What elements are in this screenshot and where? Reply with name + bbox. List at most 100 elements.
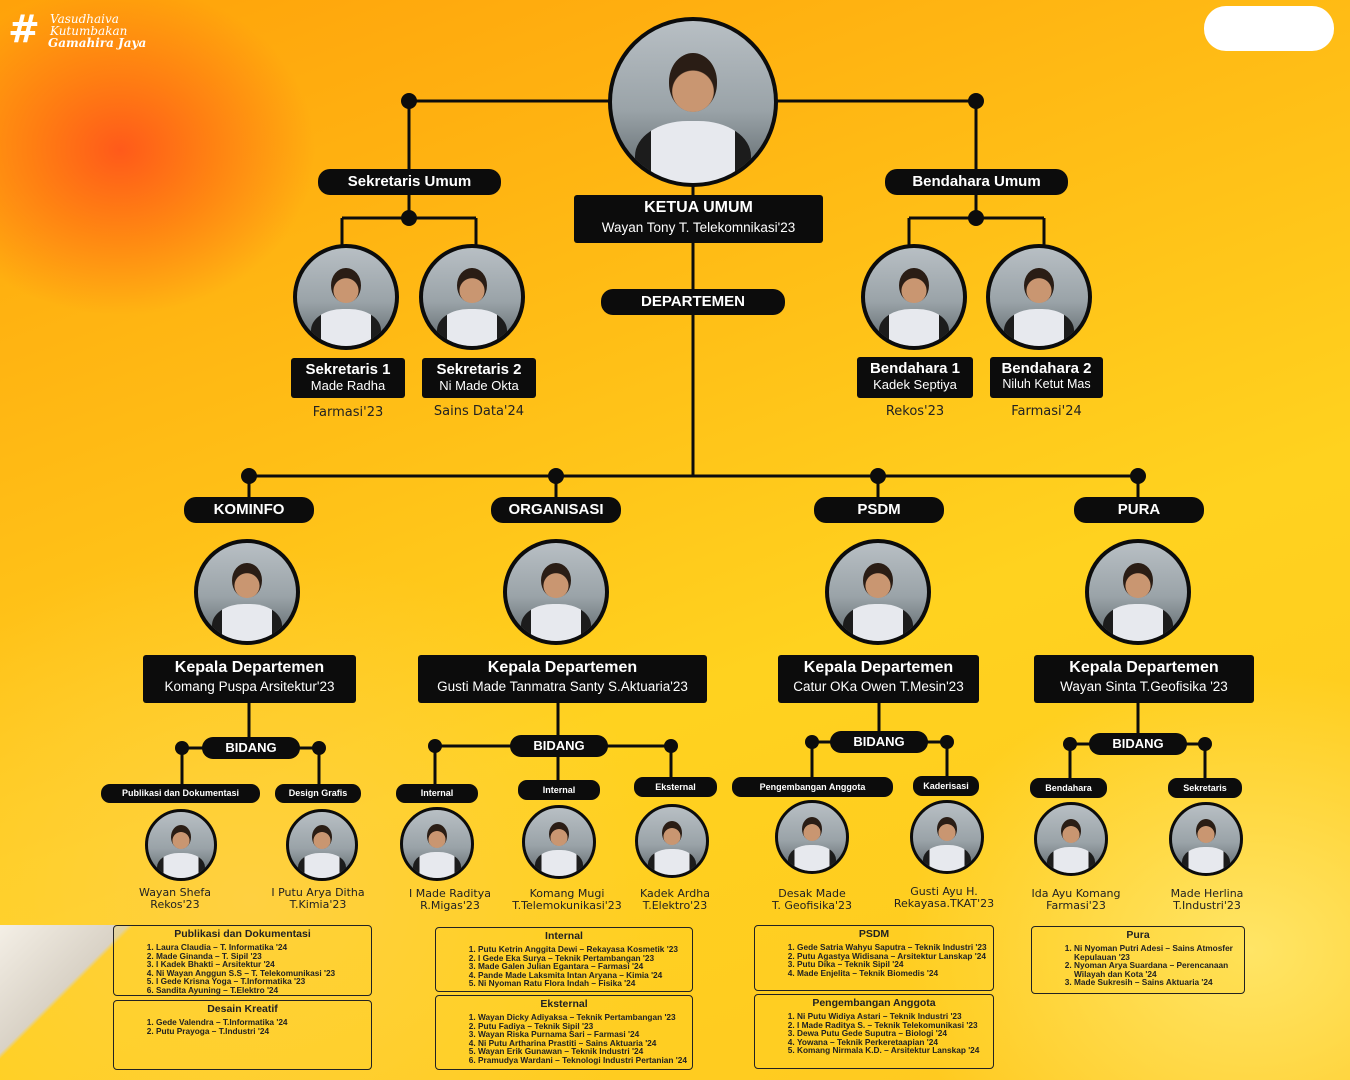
bendahara-1-photo — [861, 244, 967, 350]
list-title: Publikasi dan Dokumentasi — [174, 928, 311, 940]
bendahara-2-photo — [986, 244, 1092, 350]
psdm-list-1: PSDM Gede Satria Wahyu Saputra – Teknik … — [754, 925, 994, 991]
psdm-bidang-1-photo — [775, 800, 849, 874]
kominfo-head-box: Kepala Departemen Komang Puspa Arsitektu… — [143, 655, 356, 703]
psdm-list-2: Pengembangan Anggota Ni Putu Widiya Asta… — [754, 994, 994, 1069]
logo-line-2: Kutumbakan — [50, 24, 128, 38]
sekretaris-2-title: Sekretaris 2 — [436, 361, 522, 378]
member-item: Pande Made Laksmita Intan Aryana – Kimia… — [478, 971, 692, 980]
psdm-bidang-2-name: Gusti Ayu H. — [910, 885, 978, 898]
organisasi-bidang-1-name: I Made Raditya — [409, 887, 491, 900]
kominfo-bidang-2-label: Design Grafis — [275, 784, 361, 803]
ketua-title: KETUA UMUM — [644, 199, 753, 216]
dept-organisasi-header: ORGANISASI — [491, 497, 621, 523]
sekretaris-2-prodi: Sains Data'24 — [433, 404, 525, 419]
kominfo-bidang-1-label: Publikasi dan Dokumentasi — [101, 784, 260, 803]
pura-bidang-1-photo — [1034, 802, 1108, 876]
sekretaris-1-box: Sekretaris 1 Made Radha — [291, 358, 405, 398]
organisasi-bidang-3-photo — [635, 804, 709, 878]
kominfo-bidang-2-name: I Putu Arya Ditha — [271, 886, 365, 899]
psdm-bidang-1-name: Desak Made — [778, 887, 846, 900]
member-item: Nyoman Arya Suardana – Perencanaan Wilay… — [1074, 961, 1244, 978]
logo-line-1: Vasudhaiva — [50, 12, 119, 26]
member-list: Ni Putu Widiya Astari – Teknik Industri … — [755, 1012, 993, 1055]
member-item: Ni Nyoman Ratu Flora Indah – Fisika '24 — [478, 979, 692, 988]
organisasi-bidang-2-photo — [522, 805, 596, 879]
pura-bidang-2-name: Made Herlina — [1170, 887, 1244, 900]
member-item: Ni Putu Widiya Astari – Teknik Industri … — [797, 1012, 993, 1021]
kominfo-list-2: Desain Kreatif Gede Valendra – T.Informa… — [113, 1000, 372, 1070]
member-item: Gede Valendra – T.Informatika '24 — [156, 1018, 371, 1027]
pura-head-name: Wayan Sinta T.Geofisika '23 — [1060, 679, 1228, 694]
member-item: Gede Satria Wahyu Saputra – Teknik Indus… — [797, 943, 993, 952]
organisasi-head-box: Kepala Departemen Gusti Made Tanmatra Sa… — [418, 655, 707, 703]
ketua-name: Wayan Tony T. Telekomnikasi'23 — [601, 220, 796, 235]
bendahara-1-prodi: Rekos'23 — [885, 404, 945, 419]
member-list: Putu Ketrin Anggita Dewi – Rekayasa Kosm… — [436, 945, 692, 988]
member-list: Gede Satria Wahyu Saputra – Teknik Indus… — [755, 943, 993, 977]
list-title: Desain Kreatif — [207, 1003, 278, 1015]
pura-bidang-2-photo — [1169, 802, 1243, 876]
member-item: Wayan Riska Purnama Sari – Farmasi '24 — [478, 1030, 692, 1039]
member-item: Sandita Ayuning – T.Elektro '24 — [156, 986, 371, 995]
member-item: Yowana – Teknik Perkeretaapian '24 — [797, 1038, 993, 1047]
member-item: I Made Raditya S. – Teknik Telekomunikas… — [797, 1020, 993, 1030]
member-item: Putu Prayoga – T.Industri '24 — [156, 1026, 371, 1036]
organisasi-list-2: Eksternal Wayan Dicky Adiyaksa – Teknik … — [435, 995, 693, 1070]
psdm-bidang-1-label: Pengembangan Anggota — [732, 777, 893, 797]
member-item: Komang Nirmala K.D. – Arsitektur Lanskap… — [797, 1046, 993, 1055]
organisasi-bidang-2-prodi: T.Telemokunikasi'23 — [512, 899, 622, 912]
member-item: Putu Fadiya – Teknik Sipil '23 — [478, 1021, 692, 1031]
organisasi-bidang-1-photo — [400, 807, 474, 881]
psdm-head-box: Kepala Departemen Catur OKa Owen T.Mesin… — [778, 655, 979, 703]
psdm-head-photo — [825, 539, 931, 645]
sekretaris-1-prodi: Farmasi'23 — [312, 405, 384, 420]
ketua-photo — [608, 17, 778, 187]
pura-bidang-label: BIDANG — [1089, 733, 1187, 755]
sekretaris-umum-header: Sekretaris Umum — [318, 169, 501, 195]
bendahara-2-prodi: Farmasi'24 — [1011, 404, 1082, 419]
psdm-bidang-1-prodi: T. Geofisika'23 — [771, 899, 853, 912]
psdm-bidang-2-prodi: Rekayasa.TKAT'23 — [893, 897, 995, 910]
pura-head-photo — [1085, 539, 1191, 645]
kominfo-bidang-1-prodi: Rekos'23 — [150, 898, 200, 911]
member-item: Made Galen Julian Egantara – Farmasi '24 — [478, 962, 692, 971]
organisasi-bidang-2-label: Internal — [518, 780, 600, 800]
member-item: Wayan Erik Gunawan – Teknik Industri '24 — [478, 1047, 692, 1056]
bendahara-umum-header: Bendahara Umum — [885, 169, 1068, 195]
sekretaris-1-name: Made Radha — [310, 378, 386, 393]
member-item: Putu Ketrin Anggita Dewi – Rekayasa Kosm… — [478, 945, 692, 954]
organisasi-bidang-3-prodi: T.Elektro'23 — [642, 899, 708, 912]
departemen-label: DEPARTEMEN — [601, 289, 785, 315]
organisasi-bidang-3-label: Eksternal — [634, 777, 717, 797]
psdm-bidang-label: BIDANG — [830, 731, 928, 753]
member-item: Dewa Putu Gede Suputra – Biologi '24 — [797, 1029, 993, 1038]
ketua-box: KETUA UMUM Wayan Tony T. Telekomnikasi'2… — [574, 195, 823, 243]
kominfo-bidang-2-photo — [286, 809, 358, 881]
organisasi-bidang-1-label: Internal — [396, 784, 478, 803]
kominfo-list-1: Publikasi dan Dokumentasi Laura Claudia … — [113, 925, 372, 996]
member-item: Ni Nyoman Putri Adesi – Sains Atmosfer K… — [1074, 944, 1244, 961]
psdm-head-title: Kepala Departemen — [803, 659, 954, 676]
pura-bidang-1-prodi: Farmasi'23 — [1046, 899, 1106, 912]
dept-kominfo-header: KOMINFO — [184, 497, 314, 523]
member-item: Ni Putu Artharina Prastiti – Sains Aktua… — [478, 1039, 692, 1048]
pura-head-title: Kepala Departemen — [1069, 659, 1219, 676]
sekretaris-2-box: Sekretaris 2 Ni Made Okta — [422, 358, 536, 398]
pura-head-box: Kepala Departemen Wayan Sinta T.Geofisik… — [1034, 655, 1254, 703]
list-title: PSDM — [858, 928, 890, 940]
psdm-bidang-2-label: Kaderisasi — [913, 776, 979, 796]
psdm-head-name: Catur OKa Owen T.Mesin'23 — [793, 679, 964, 694]
member-item: Laura Claudia – T. Informatika '24 — [156, 943, 371, 952]
sekretaris-2-photo — [419, 244, 525, 350]
organisasi-bidang-label: BIDANG — [510, 735, 608, 757]
kominfo-head-title: Kepala Departemen — [174, 659, 325, 676]
member-list: Laura Claudia – T. Informatika '24Made G… — [114, 943, 371, 995]
member-item: I Gede Eka Surya – Teknik Pertambangan '… — [478, 953, 692, 963]
logo-line-3: Gamahira Jaya — [48, 36, 147, 50]
